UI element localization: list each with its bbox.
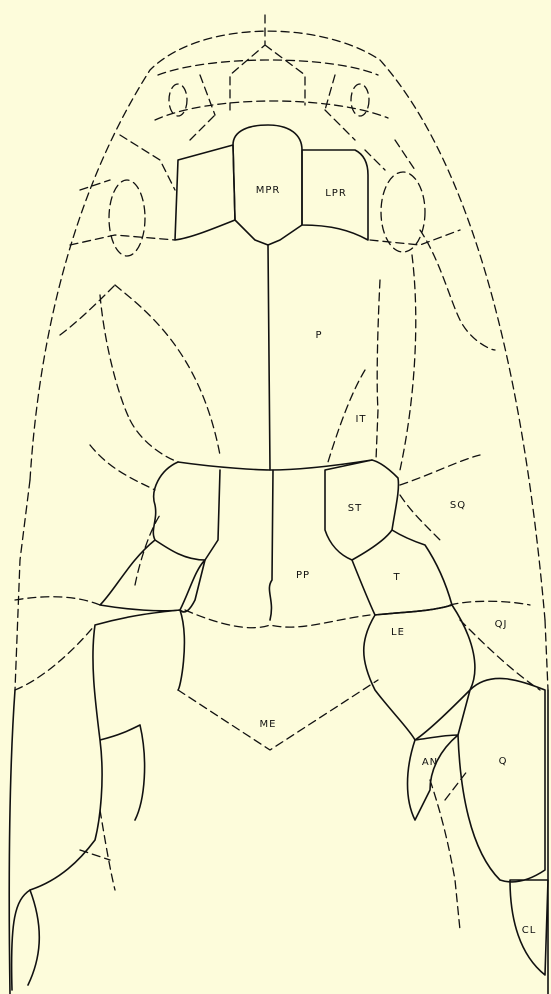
right-posterior <box>450 601 540 690</box>
left-jaw <box>12 610 185 990</box>
label-st: ST <box>348 503 362 514</box>
reconstructed-sutures <box>15 15 548 930</box>
preserved-bones <box>9 125 548 994</box>
right-lateral-4 <box>328 255 416 470</box>
label-lpr: LPR <box>325 188 347 199</box>
me-outline <box>178 680 378 750</box>
left-tabular <box>153 462 205 612</box>
pp-left-edge <box>205 470 220 560</box>
snout-mid-2 <box>190 75 355 140</box>
label-mpr: MPR <box>256 185 281 196</box>
snout-left-lower <box>15 480 30 690</box>
right-orbit <box>381 172 425 252</box>
label-pp: PP <box>296 570 310 581</box>
left-posterior-2 <box>135 515 160 585</box>
pp-posterior-margin <box>185 610 370 628</box>
postparietal-block <box>178 460 372 470</box>
label-me: ME <box>260 719 277 730</box>
label-le: LE <box>391 627 405 638</box>
snout-row-1 <box>158 60 378 75</box>
snout-right-lower <box>545 620 548 690</box>
label-t: T <box>392 572 400 583</box>
label-an: AN <box>422 757 438 768</box>
label-q: Q <box>499 756 508 767</box>
left-naris <box>169 84 187 116</box>
pp-midline <box>269 470 273 620</box>
label-cl: CL <box>522 925 537 936</box>
an-bone <box>408 735 459 820</box>
jaw-left-dash <box>80 810 115 890</box>
label-it: IT <box>355 414 366 425</box>
left-lateral-4 <box>90 420 178 490</box>
label-p: P <box>315 330 322 341</box>
right-posterior-2 <box>400 495 440 540</box>
left-tabular-lower <box>100 540 205 611</box>
left-lateral-3 <box>60 285 130 420</box>
bone-labels: MPR LPR P IT ST SQ PP T LE QJ ME AN Q CL <box>256 185 537 936</box>
parietal-midline <box>268 245 270 470</box>
right-lateral-2 <box>376 280 380 460</box>
left-lateral-2 <box>115 285 220 455</box>
jaw-right-dash <box>430 770 468 930</box>
left-lateral-1 <box>70 135 175 245</box>
left-posterior <box>15 597 100 690</box>
le-bone <box>364 605 475 740</box>
left-premax-bone <box>175 145 235 240</box>
snout-mid <box>230 15 305 110</box>
label-qj: QJ <box>495 619 508 630</box>
right-lateral-1 <box>365 140 460 245</box>
left-orbit <box>109 180 145 256</box>
right-lateral-5 <box>400 455 480 485</box>
label-sq: SQ <box>450 500 466 511</box>
right-lateral-3 <box>420 230 495 350</box>
t-bone <box>352 530 452 615</box>
q-bone <box>458 678 545 882</box>
left-jaw-outer <box>9 690 39 994</box>
snout-outline <box>30 31 545 620</box>
